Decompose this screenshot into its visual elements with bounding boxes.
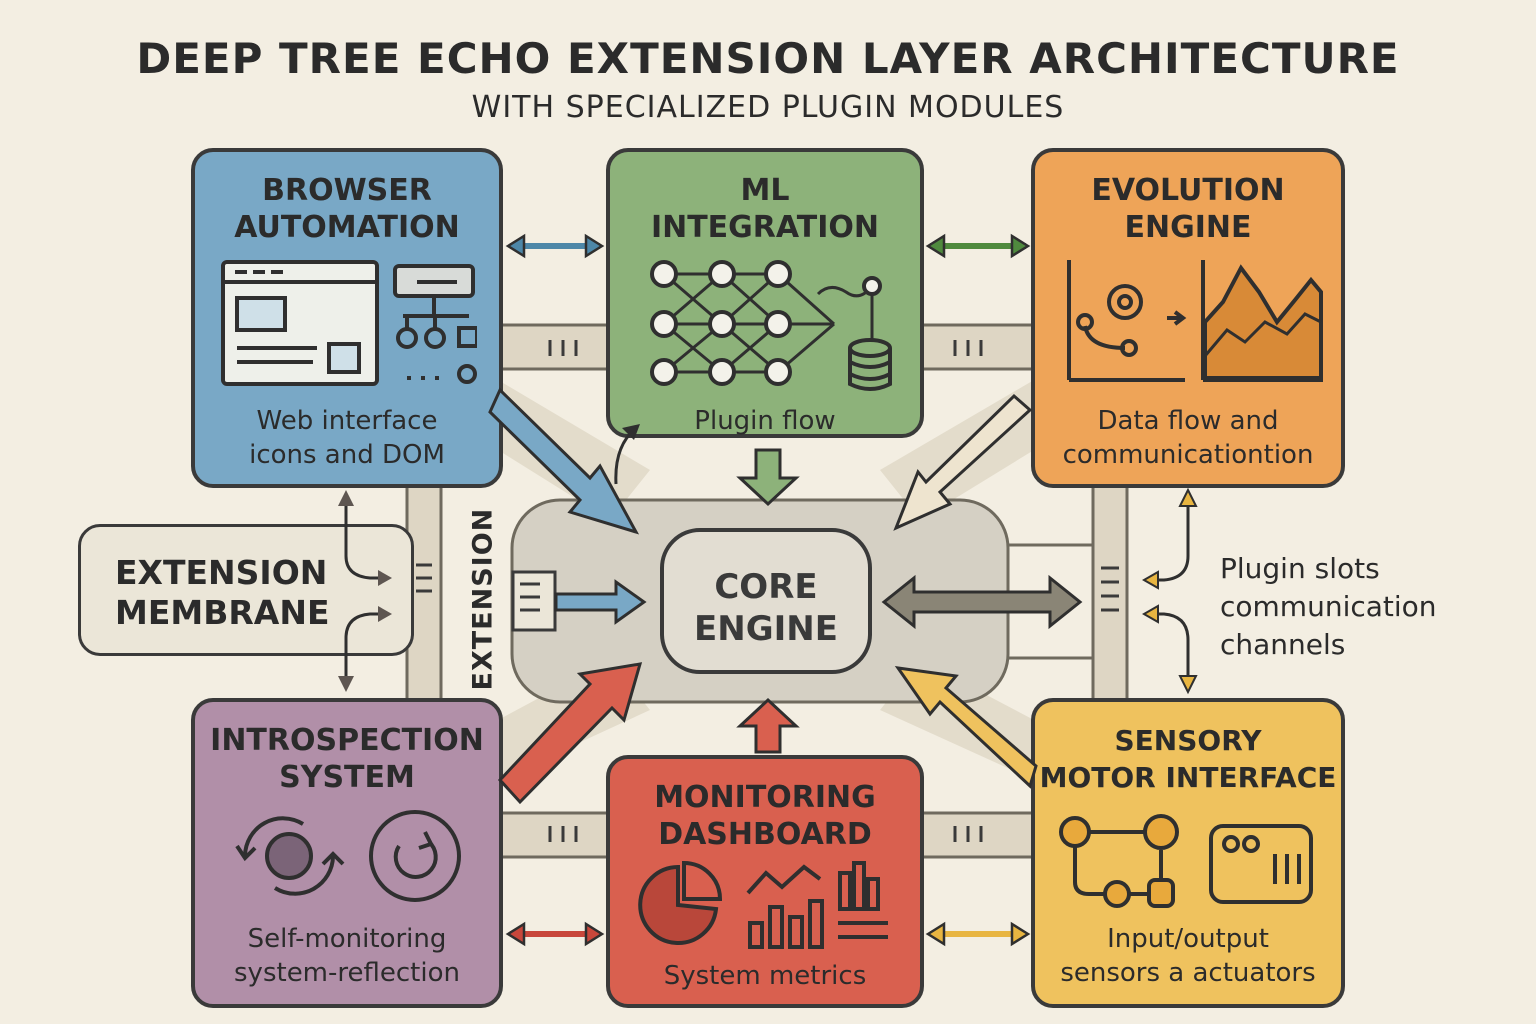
arrow-port-to-core [554, 579, 647, 625]
module-title: SENSORY MOTOR INTERFACE [1039, 724, 1337, 794]
module-title: EVOLUTION ENGINE [1091, 173, 1285, 245]
page-subtitle: WITH SPECIALIZED PLUGIN MODULES [471, 90, 1065, 125]
module-title: ML INTEGRATION [650, 173, 880, 245]
arrow-ml-to-core [736, 448, 800, 507]
plugin-slot-arrows [1141, 487, 1198, 695]
page-title: DEEP TREE ECHO EXTENSION LAYER ARCHITECT… [136, 34, 1400, 83]
arrow-core-bidirectional [881, 574, 1083, 630]
module-monitoring-dashboard: MONITORING DASHBOARD System metrics [606, 755, 924, 1008]
extension-membrane-box: EXTENSION MEMBRANE [78, 524, 414, 656]
module-sensory-motor-interface: SENSORY MOTOR INTERFACE Input/output sen… [1031, 698, 1345, 1008]
membrane-arrows [338, 490, 392, 692]
core-engine-node: CORE ENGINE [660, 528, 872, 674]
arrow-core-to-monitoring [736, 697, 800, 754]
module-browser-automation: BROWSER AUTOMATION Web interface [191, 148, 503, 488]
arrow-monitoring-sensory [925, 921, 1031, 947]
channel-bottom-left [498, 811, 612, 859]
sensor-actuator-icon [1059, 814, 1313, 908]
arrow-browser-ml [505, 233, 605, 259]
arrow-ml-evolution [925, 233, 1031, 259]
extension-side-label: EXTENSION [467, 507, 499, 691]
extension-membrane-label: EXTENSION MEMBRANE [115, 553, 330, 632]
core-engine-label: CORE ENGINE [694, 567, 838, 649]
plugin-slots-label: Plugin slots communication channels [1220, 552, 1437, 661]
module-evolution-engine: EVOLUTION ENGINE Data flow and communica… [1031, 148, 1345, 488]
arrow-sensory-to-core [894, 666, 1038, 789]
module-ml-integration: ML INTEGRATION [606, 148, 924, 438]
module-caption: Plugin flow [694, 406, 836, 436]
module-introspection-system: INTROSPECTION SYSTEM Self-monitoring sys… [191, 698, 503, 1008]
arrow-introspection-monitoring [505, 921, 605, 947]
neural-network-icon [650, 260, 892, 391]
arrow-browser-to-core [488, 387, 640, 535]
channel-top-right [920, 323, 1036, 371]
evolution-chart-icon [1067, 260, 1323, 382]
arrow-evolution-to-core [893, 393, 1033, 531]
metrics-chart-icon [638, 861, 888, 949]
module-caption: Self-monitoring system-reflection [234, 924, 460, 988]
module-caption: Input/output sensors a actuators [1060, 924, 1316, 988]
channel-right-vertical [1091, 483, 1129, 705]
web-interface-icon [221, 260, 477, 386]
module-caption: Web interface icons and DOM [249, 406, 445, 470]
module-caption: Data flow and communicationtion [1062, 406, 1314, 470]
module-caption: System metrics [663, 961, 867, 991]
arrow-introspection-to-core [497, 662, 643, 805]
module-title: INTROSPECTION SYSTEM [210, 723, 484, 795]
module-title: MONITORING DASHBOARD [654, 780, 876, 852]
module-title: BROWSER AUTOMATION [234, 173, 460, 245]
reflection-cycle-icon [235, 810, 461, 902]
